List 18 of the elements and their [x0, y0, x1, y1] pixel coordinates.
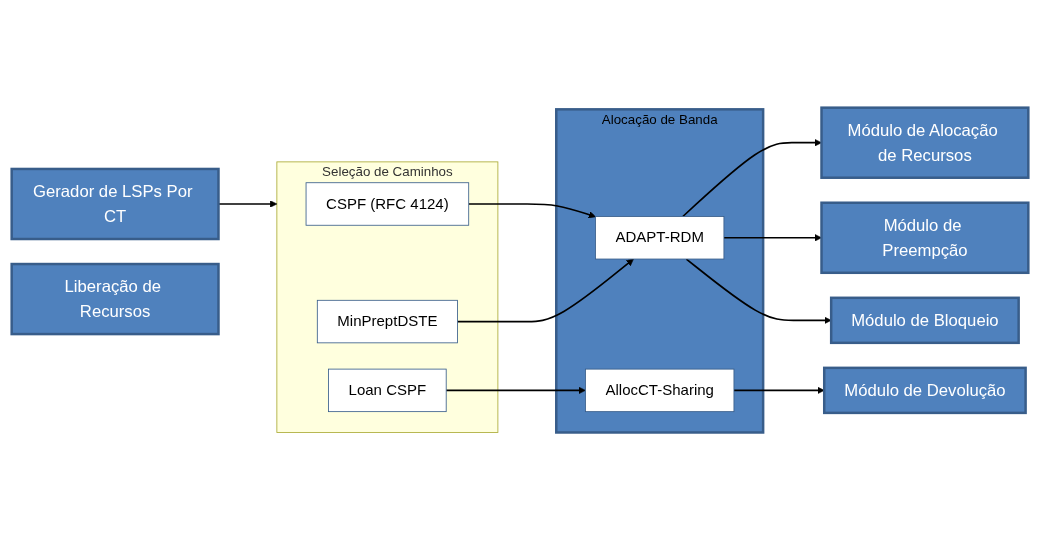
node-box: Módulo de Devolução — [823, 366, 1027, 415]
arrow — [682, 138, 822, 218]
node-box: Módulo de Preempção — [820, 201, 1030, 274]
node-box: MinPreptDSTE — [316, 299, 458, 344]
arrow — [467, 203, 596, 219]
arrow — [685, 258, 832, 324]
node-box: AllocCT-Sharing — [585, 368, 735, 412]
arrow — [733, 386, 825, 394]
node-box: ADAPT-RDM — [595, 216, 725, 260]
node-box: Gerador de LSPs Por CT — [10, 167, 220, 241]
node-box: Módulo de Alocação de Recursos — [820, 106, 1030, 179]
node-box: CSPF (RFC 4124) — [305, 182, 470, 226]
arrow — [456, 258, 634, 323]
node-box: Liberação de Recursos — [10, 262, 220, 336]
arrow — [723, 234, 822, 242]
arrow — [445, 386, 586, 394]
node-box: Loan CSPF — [328, 368, 447, 412]
node-box: Módulo de Bloqueio — [829, 296, 1020, 344]
